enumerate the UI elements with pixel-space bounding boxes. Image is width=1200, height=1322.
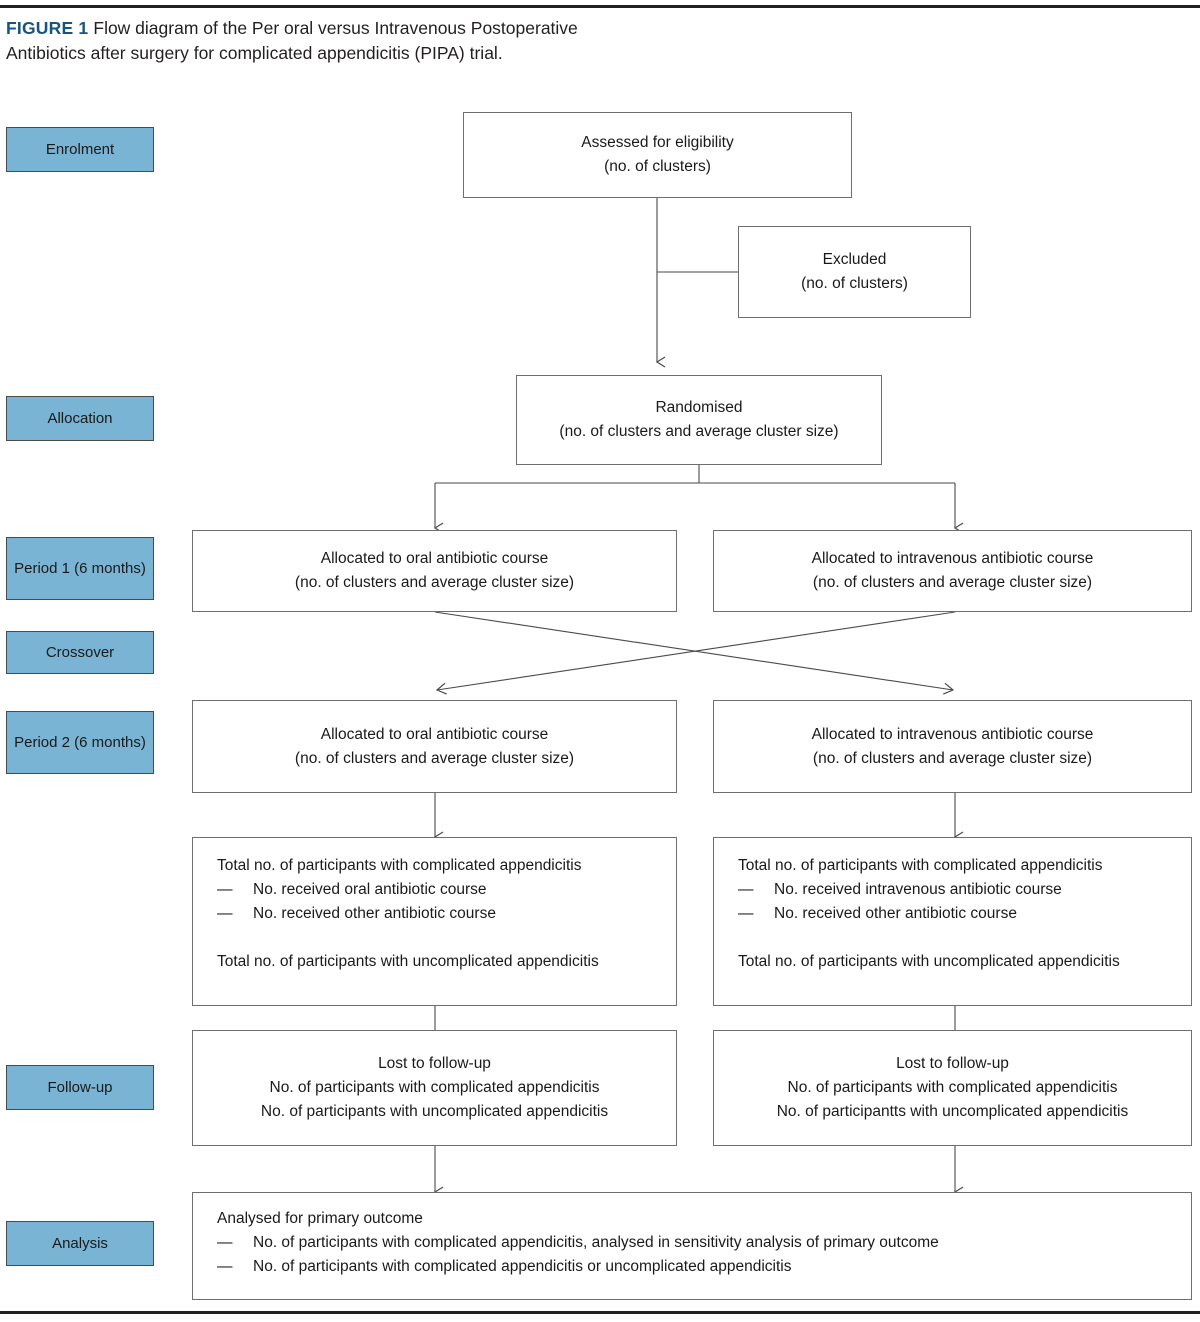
totals-intravenous-bullet-1: — No. received intravenous antibiotic co…	[738, 878, 1191, 902]
excluded-line-2: (no. of clusters)	[801, 275, 908, 292]
box-totals-intravenous: Total no. of participants with complicat…	[713, 837, 1192, 1006]
box-totals-oral: Total no. of participants with complicat…	[192, 837, 677, 1006]
box-randomised: Randomised (no. of clusters and average …	[516, 375, 882, 465]
assessed-line-1: Assessed for eligibility	[581, 134, 734, 151]
stage-allocation-label: Allocation	[47, 410, 113, 427]
period-1-oral-line-1: Allocated to oral antibiotic course	[320, 550, 549, 567]
box-lost-to-follow-up-intravenous: Lost to follow-up No. of participants wi…	[713, 1030, 1192, 1146]
totals-oral-bullet-2: — No. received other antibiotic course	[217, 902, 676, 926]
stage-label-analysis: Analysis	[6, 1221, 154, 1266]
analysed-heading: Analysed for primary outcome	[217, 1210, 423, 1227]
stage-period-2-sublabel: (6 months)	[74, 734, 146, 751]
totals-intravenous-bullet-list: — No. received intravenous antibiotic co…	[738, 878, 1191, 926]
box-analysed-for-primary-outcome: Analysed for primary outcome — No. of pa…	[192, 1192, 1192, 1300]
lost-intravenous-line-2: No. of participants with complicated app…	[787, 1079, 1118, 1096]
totals-intravenous-bullet-2: — No. received other antibiotic course	[738, 902, 1191, 926]
bullet-dash-icon: —	[217, 905, 233, 922]
stage-enrolment-label: Enrolment	[45, 141, 115, 158]
lost-oral-line-3: No. of participants with uncomplicated a…	[260, 1103, 609, 1120]
box-period-1-oral: Allocated to oral antibiotic course (no.…	[192, 530, 677, 612]
lost-oral-line-2: No. of participants with complicated app…	[269, 1079, 600, 1096]
totals-intravenous-heading: Total no. of participants with complicat…	[738, 857, 1103, 874]
totals-intravenous-bullet-1-text: No. received intravenous antibiotic cour…	[774, 881, 1062, 898]
totals-oral-bullet-1: — No. received oral antibiotic course	[217, 878, 676, 902]
box-period-2-oral: Allocated to oral antibiotic course (no.…	[192, 700, 677, 793]
totals-oral-footer: Total no. of participants with uncomplic…	[217, 953, 599, 970]
box-period-1-intravenous: Allocated to intravenous antibiotic cour…	[713, 530, 1192, 612]
assessed-line-2: (no. of clusters)	[604, 158, 711, 175]
box-excluded: Excluded (no. of clusters)	[738, 226, 971, 318]
period-2-intravenous-line-2: (no. of clusters and average cluster siz…	[812, 749, 1093, 767]
excluded-line-1: Excluded	[822, 251, 887, 268]
figure-label: FIGURE 1	[6, 18, 94, 38]
figure-caption: FIGURE 1 Flow diagram of the Per oral ve…	[6, 16, 646, 66]
lost-oral-line-1: Lost to follow-up	[378, 1055, 491, 1072]
stage-label-allocation: Allocation	[6, 396, 154, 441]
box-lost-to-follow-up-oral: Lost to follow-up No. of participants wi…	[192, 1030, 677, 1146]
randomised-line-2: (no. of clusters and average cluster siz…	[559, 423, 839, 440]
totals-intravenous-footer: Total no. of participants with uncomplic…	[738, 953, 1120, 970]
top-rule	[0, 5, 1200, 8]
period-1-intravenous-line-1: Allocated to intravenous antibiotic cour…	[811, 550, 1094, 567]
period-1-oral-line-2: (no. of clusters and average cluster siz…	[294, 574, 575, 591]
totals-oral-bullet-list: — No. received oral antibiotic course — …	[217, 878, 676, 926]
stage-period-1-label: Period 1	[14, 560, 70, 577]
stage-follow-up-label: Follow-up	[47, 1079, 113, 1096]
period-2-oral-line-1: Allocated to oral antibiotic course	[320, 725, 549, 743]
box-assessed-for-eligibility: Assessed for eligibility (no. of cluster…	[463, 112, 852, 198]
box-period-2-intravenous: Allocated to intravenous antibiotic cour…	[713, 700, 1192, 793]
randomised-line-1: Randomised	[655, 399, 743, 416]
period-2-oral-line-2: (no. of clusters and average cluster siz…	[294, 749, 575, 767]
stage-label-enrolment: Enrolment	[6, 127, 154, 172]
totals-intravenous-bullet-2-text: No. received other antibiotic course	[774, 905, 1017, 922]
stage-crossover-label: Crossover	[45, 644, 115, 661]
bottom-rule	[0, 1311, 1200, 1314]
stage-period-1-sublabel: (6 months)	[74, 560, 146, 577]
analysed-bullet-2-text: No. of participants with complicated app…	[253, 1258, 792, 1275]
stage-label-follow-up: Follow-up	[6, 1065, 154, 1110]
analysed-bullet-2: — No. of participants with complicated a…	[217, 1255, 1191, 1279]
bullet-dash-icon: —	[738, 881, 754, 898]
lost-intravenous-line-1: Lost to follow-up	[896, 1055, 1009, 1072]
stage-period-2-label: Period 2	[14, 734, 70, 751]
figure-caption-text: Flow diagram of the Per oral versus Intr…	[6, 18, 578, 63]
analysed-bullet-1: — No. of participants with complicated a…	[217, 1231, 1191, 1255]
lost-intravenous-line-3: No. of participantts with uncomplicated …	[776, 1103, 1129, 1120]
spacer	[217, 926, 676, 950]
totals-oral-heading: Total no. of participants with complicat…	[217, 857, 582, 874]
spacer	[738, 926, 1191, 950]
analysed-bullet-list: — No. of participants with complicated a…	[217, 1231, 1191, 1279]
period-2-intravenous-line-1: Allocated to intravenous antibiotic cour…	[811, 725, 1094, 743]
bullet-dash-icon: —	[217, 881, 233, 898]
stage-label-period-2: Period 2 (6 months)	[6, 711, 154, 774]
stage-label-period-1: Period 1 (6 months)	[6, 537, 154, 600]
stage-analysis-label: Analysis	[52, 1235, 108, 1252]
totals-oral-bullet-1-text: No. received oral antibiotic course	[253, 881, 487, 898]
bullet-dash-icon: —	[217, 1258, 233, 1275]
totals-oral-bullet-2-text: No. received other antibiotic course	[253, 905, 496, 922]
bullet-dash-icon: —	[738, 905, 754, 922]
analysed-bullet-1-text: No. of participants with complicated app…	[253, 1234, 939, 1251]
period-1-intravenous-line-2: (no. of clusters and average cluster siz…	[812, 574, 1093, 591]
bullet-dash-icon: —	[217, 1234, 233, 1251]
stage-label-crossover: Crossover	[6, 631, 154, 674]
